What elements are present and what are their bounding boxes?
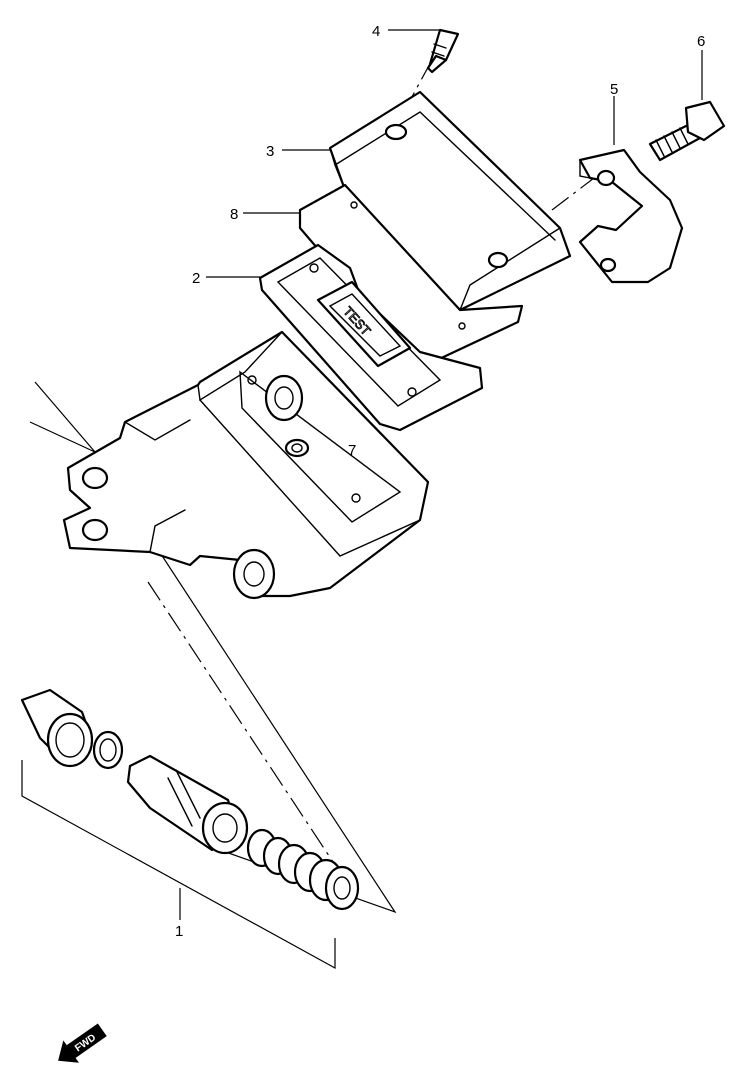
bolt-part-6 [648, 100, 726, 162]
callout-6: 6 [697, 33, 705, 50]
spring [246, 828, 360, 911]
part1-bracket [21, 760, 336, 970]
cylinder-kit-part-1 [20, 688, 360, 911]
callout-1: 1 [175, 923, 183, 940]
fwd-arrow-icon: FWD [58, 1023, 107, 1063]
callout-8: 8 [230, 206, 238, 223]
boot [20, 688, 94, 768]
master-cylinder-body [62, 330, 430, 600]
reservoir-cap-part-3 [328, 90, 572, 312]
callout-3: 3 [266, 143, 274, 160]
callout-5: 5 [610, 81, 618, 98]
piston [126, 754, 249, 855]
callout-2: 2 [192, 270, 200, 287]
callouts: 1 2 3 4 5 6 7 8 [175, 23, 705, 940]
washer-part-7 [284, 438, 310, 458]
clamp-part-5 [578, 148, 684, 284]
diaphragm-part-2: TEST [258, 243, 484, 432]
callout-7: 7 [348, 442, 356, 459]
callout-4: 4 [372, 23, 380, 40]
circlip [92, 730, 124, 770]
axis-lines [147, 59, 599, 881]
screw-part-4 [426, 28, 460, 74]
